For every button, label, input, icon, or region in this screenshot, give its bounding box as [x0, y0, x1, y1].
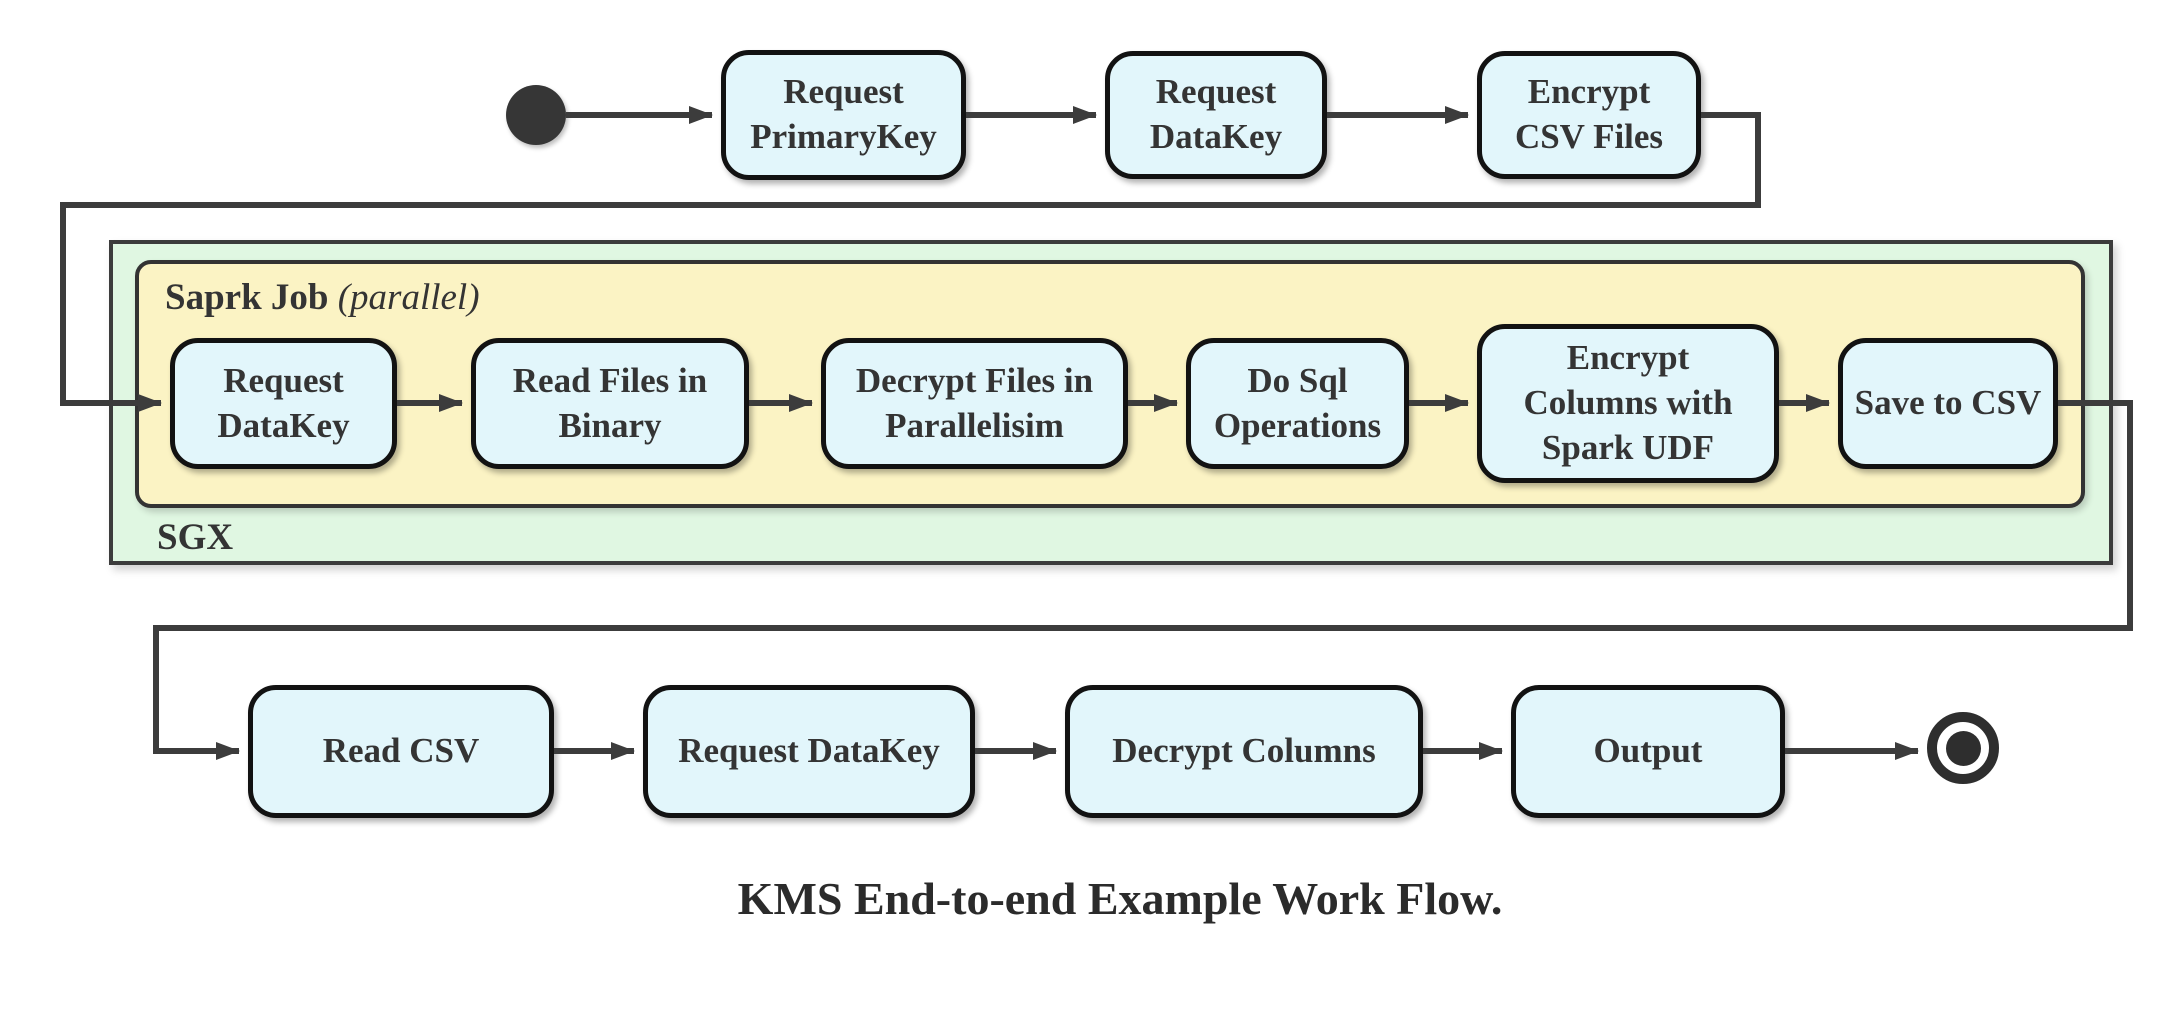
node-encrypt-csv-files: Encrypt CSV Files — [1477, 51, 1701, 179]
node-request-datakey-bottom: Request DataKey — [643, 685, 975, 818]
start-state-icon — [506, 85, 566, 145]
end-state-inner-dot — [1945, 730, 1981, 766]
node-output: Output — [1511, 685, 1785, 818]
node-decrypt-columns: Decrypt Columns — [1065, 685, 1423, 818]
end-state-icon — [1927, 712, 1999, 784]
node-request-datakey-top: Request DataKey — [1105, 51, 1327, 179]
spark-job-label-text: Saprk Job — [165, 277, 329, 318]
node-request-primarykey: Request PrimaryKey — [721, 50, 966, 180]
node-save-to-csv: Save to CSV — [1838, 338, 2058, 469]
node-read-csv: Read CSV — [248, 685, 554, 818]
node-request-datakey-spark: Request DataKey — [170, 338, 397, 469]
spark-job-label: Saprk Job (parallel) — [165, 276, 480, 319]
node-decrypt-files-in-parallelism: Decrypt Files in Parallelisim — [821, 338, 1128, 469]
sgx-label: SGX — [157, 517, 234, 558]
node-do-sql-operations: Do Sql Operations — [1186, 338, 1409, 469]
spark-job-parallel-qualifier: (parallel) — [337, 277, 480, 318]
node-read-files-in-binary: Read Files in Binary — [471, 338, 749, 469]
diagram-caption: KMS End-to-end Example Work Flow. — [737, 873, 1503, 924]
node-encrypt-columns-with-spark-udf: Encrypt Columns with Spark UDF — [1477, 324, 1779, 483]
